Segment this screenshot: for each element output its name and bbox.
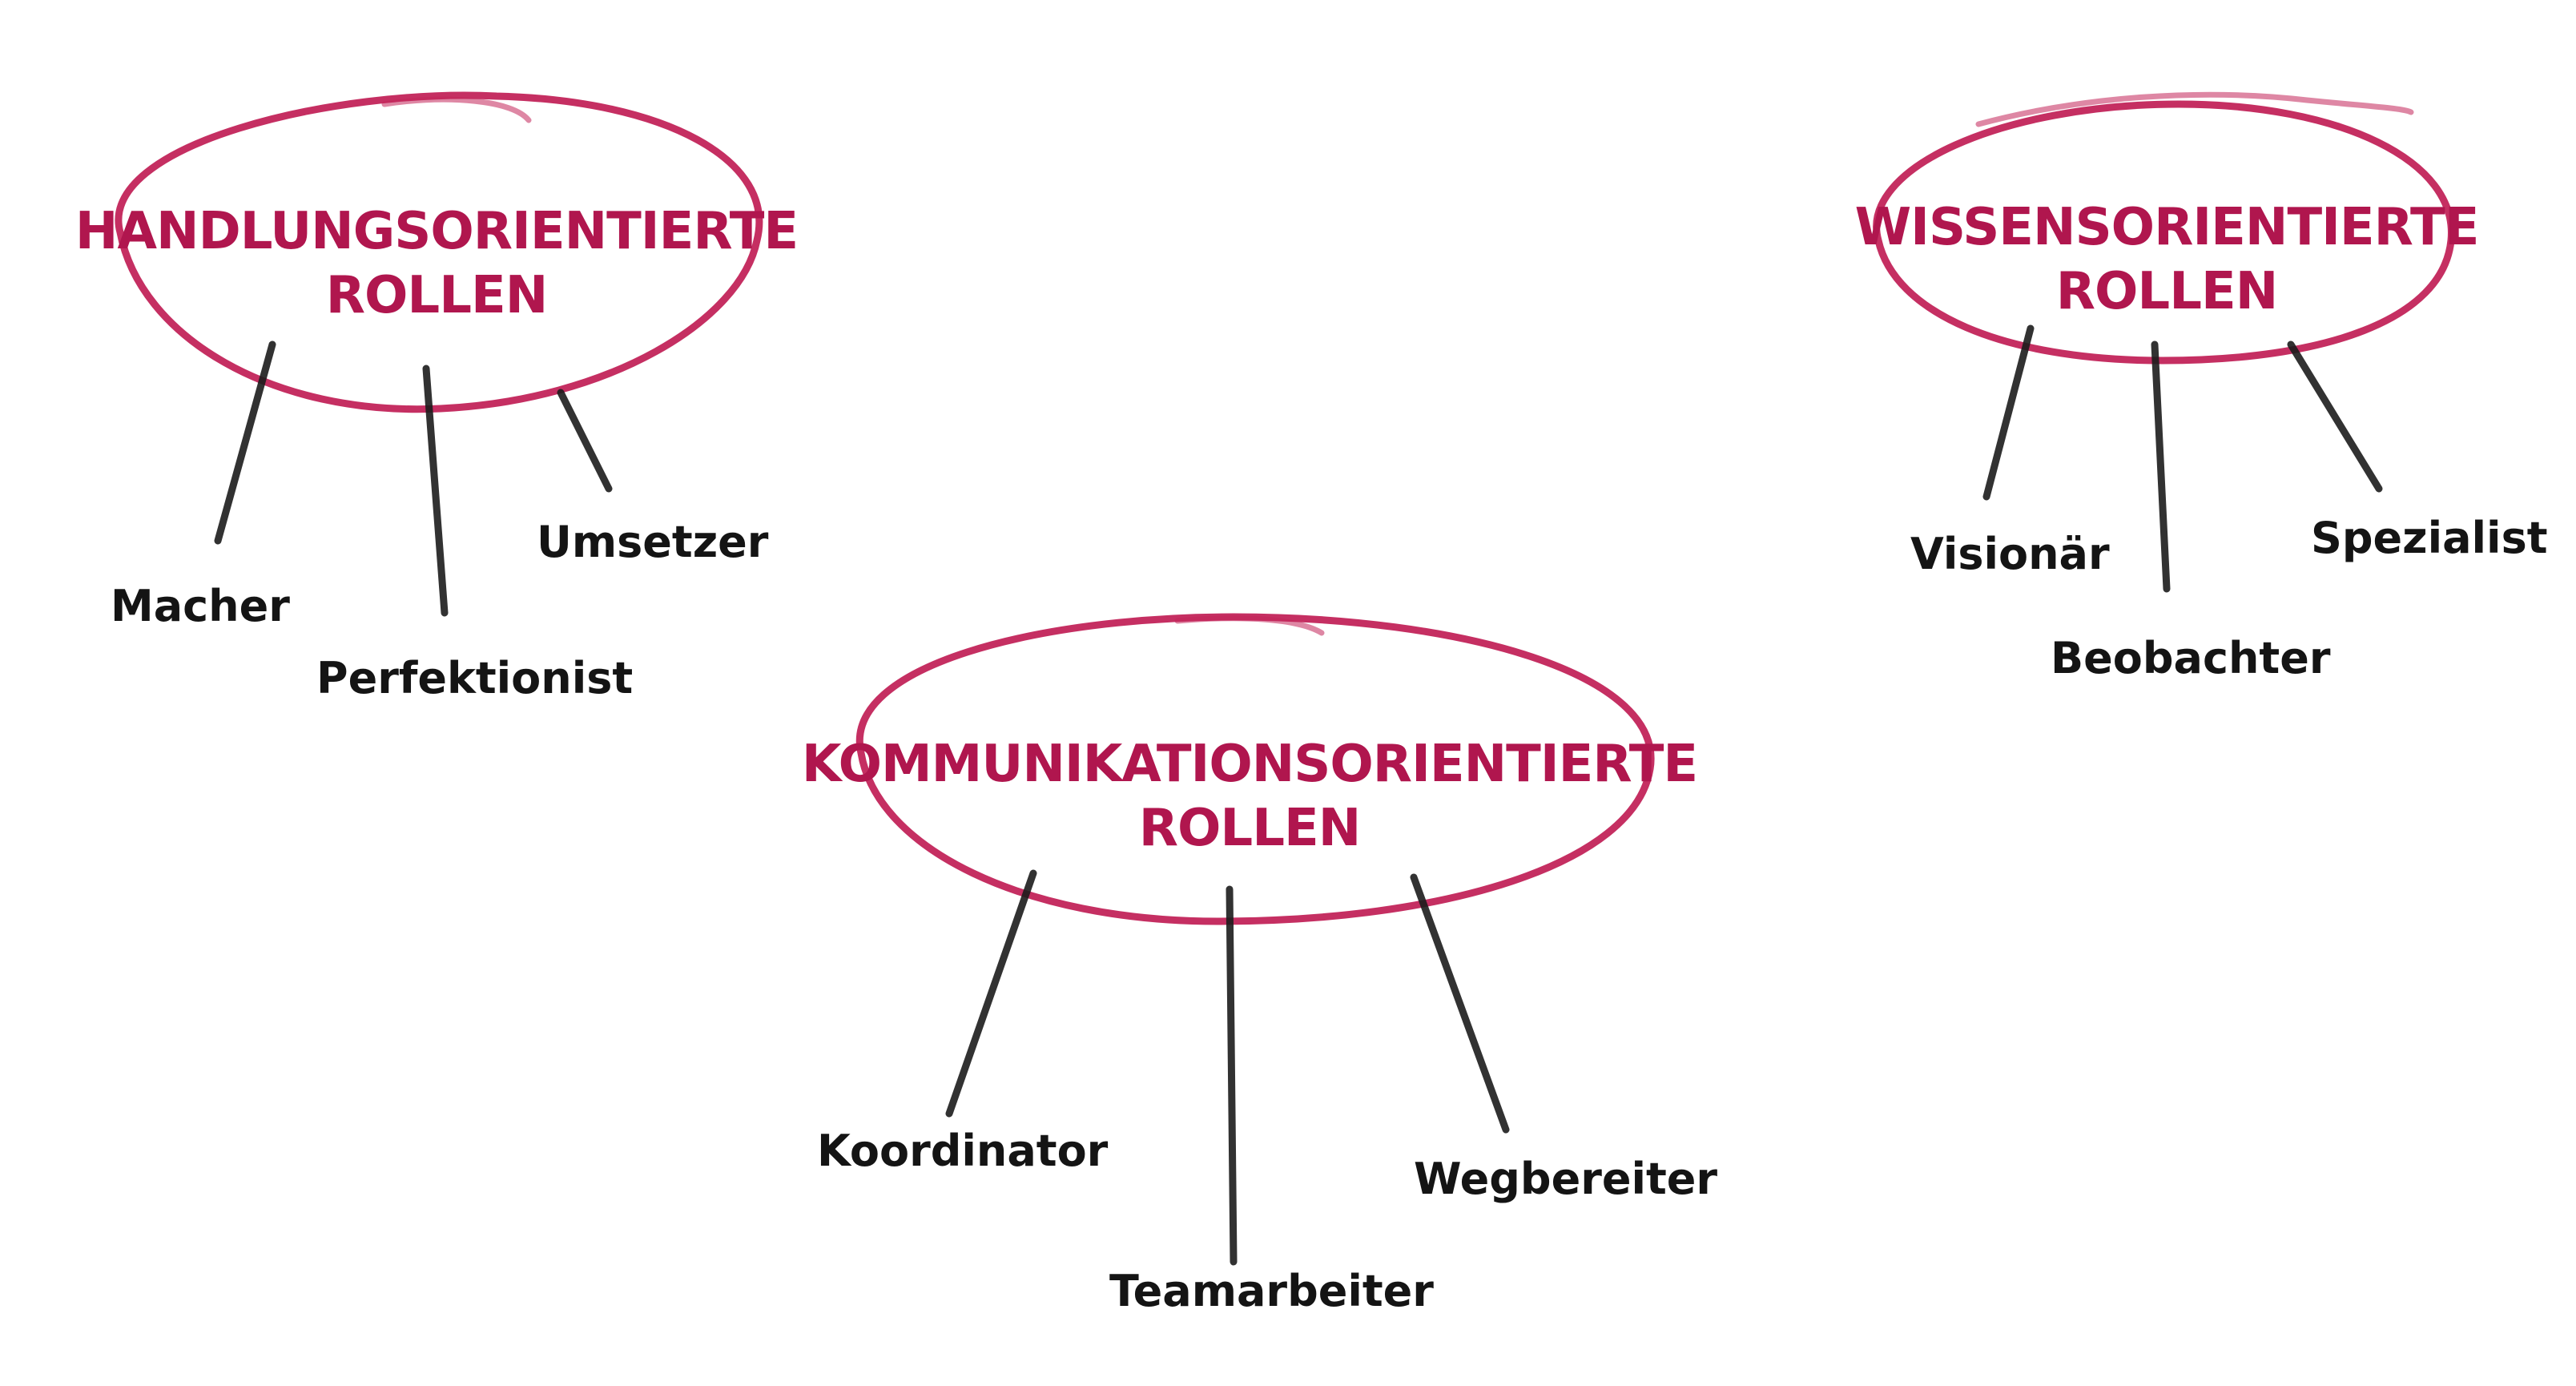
connector-koordinator bbox=[945, 869, 1037, 1118]
connector-visionaer bbox=[1982, 324, 2035, 501]
role-label-beobachter: Beobachter bbox=[2051, 633, 2331, 683]
category-ellipse-handlung bbox=[115, 91, 763, 413]
ellipse-overstroke-wissen bbox=[1975, 91, 2414, 127]
category-title-wissen-line1: WISSENSORIENTIERTE bbox=[1855, 198, 2479, 257]
role-label-teamarbeiter: Teamarbeiter bbox=[1109, 1266, 1434, 1316]
category-group-handlung: HANDLUNGSORIENTIERTE ROLLEN Macher Perfe… bbox=[75, 91, 799, 703]
role-label-macher: Macher bbox=[111, 581, 290, 631]
connector-teamarbeiter bbox=[1226, 885, 1238, 1266]
connector-wegbereiter bbox=[1410, 873, 1510, 1134]
role-label-perfektionist: Perfektionist bbox=[316, 653, 633, 703]
connector-perfektionist bbox=[422, 365, 449, 617]
role-label-wegbereiter: Wegbereiter bbox=[1414, 1154, 1717, 1204]
connector-beobachter bbox=[2151, 340, 2171, 593]
category-title-handlung-line1: HANDLUNGSORIENTIERTE bbox=[75, 202, 798, 261]
category-ellipse-wissen bbox=[1873, 100, 2455, 365]
ellipse-overstroke-kommunikation bbox=[1174, 615, 1325, 636]
category-group-wissen: WISSENSORIENTIERTE ROLLEN Visionär Beoba… bbox=[1855, 91, 2548, 683]
connector-umsetzer bbox=[557, 389, 613, 493]
category-title-kommunikation-line2: ROLLEN bbox=[1139, 799, 1361, 858]
connector-spezialist bbox=[2287, 340, 2383, 493]
ellipse-overstroke-handlung bbox=[381, 96, 532, 123]
role-label-koordinator: Koordinator bbox=[817, 1126, 1109, 1176]
connector-macher bbox=[214, 340, 276, 545]
category-title-kommunikation-line1: KOMMUNIKATIONSORIENTIERTE bbox=[802, 735, 1697, 794]
role-label-spezialist: Spezialist bbox=[2311, 513, 2548, 563]
category-title-handlung-line2: ROLLEN bbox=[326, 266, 548, 325]
category-title-wissen-line2: ROLLEN bbox=[2056, 262, 2278, 321]
role-label-visionaer: Visionär bbox=[1910, 529, 2110, 579]
role-label-umsetzer: Umsetzer bbox=[537, 517, 769, 567]
category-ellipse-kommunikation bbox=[855, 613, 1655, 925]
category-group-kommunikation: KOMMUNIKATIONSORIENTIERTE ROLLEN Koordin… bbox=[802, 613, 1717, 1316]
